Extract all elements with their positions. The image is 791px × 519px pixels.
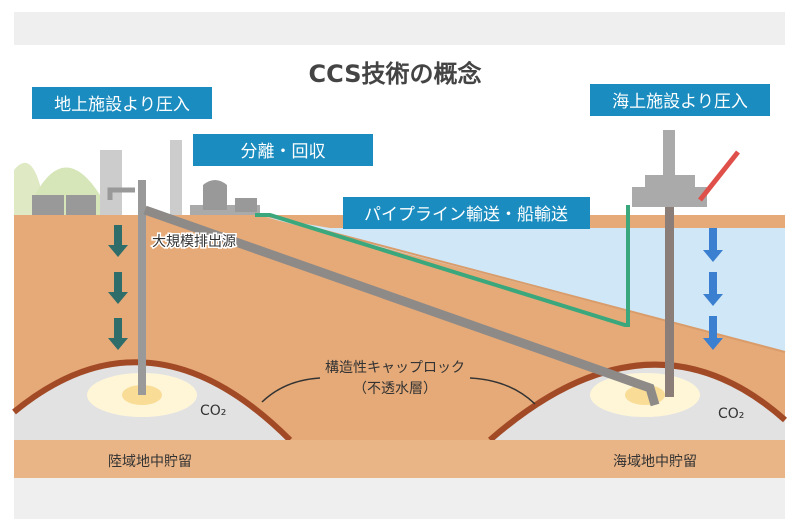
emission-source-label: 大規模排出源 (152, 234, 236, 250)
down-arrows-left (108, 225, 128, 350)
onshore-injection-box (32, 87, 212, 119)
co2-left-label: CO₂ (200, 403, 226, 419)
caprock-pointer-right (469, 377, 536, 405)
storage-band (14, 440, 785, 478)
offshore-well (665, 207, 674, 397)
offshore-platform (632, 130, 740, 207)
factory-illustration (14, 140, 260, 217)
transport-label: パイプライン輸送・船輸送 (364, 205, 568, 225)
seabed (264, 214, 786, 353)
diagram-title: CCS技術の概念 (309, 60, 482, 88)
onshore-well (138, 180, 146, 395)
offshore-caprock (488, 361, 787, 443)
offshore-injection-label: 海上施設より圧入 (612, 92, 748, 112)
offshore-injection-box (590, 84, 770, 116)
down-arrows-right (703, 228, 723, 350)
green-pipeline (255, 205, 630, 327)
caprock-label: 構造性キャップロック (325, 360, 465, 376)
separation-label: 分離・回収 (241, 142, 326, 162)
caprock-sub-label: （不透水層） (353, 381, 437, 397)
onshore-storage-label: 陸域地中貯留 (108, 454, 192, 470)
onshore-caprock (12, 359, 293, 443)
offshore-storage-label: 海域地中貯留 (613, 454, 697, 470)
transport-box (343, 197, 590, 229)
top-bar (14, 12, 785, 45)
separation-box (193, 134, 373, 166)
onshore-injection-label: 地上施設より圧入 (54, 95, 190, 115)
transport-pipeline (143, 205, 660, 407)
bottom-bar (14, 478, 785, 519)
co2-right-label: CO₂ (718, 406, 744, 422)
caprock-pointer-left (261, 377, 321, 403)
